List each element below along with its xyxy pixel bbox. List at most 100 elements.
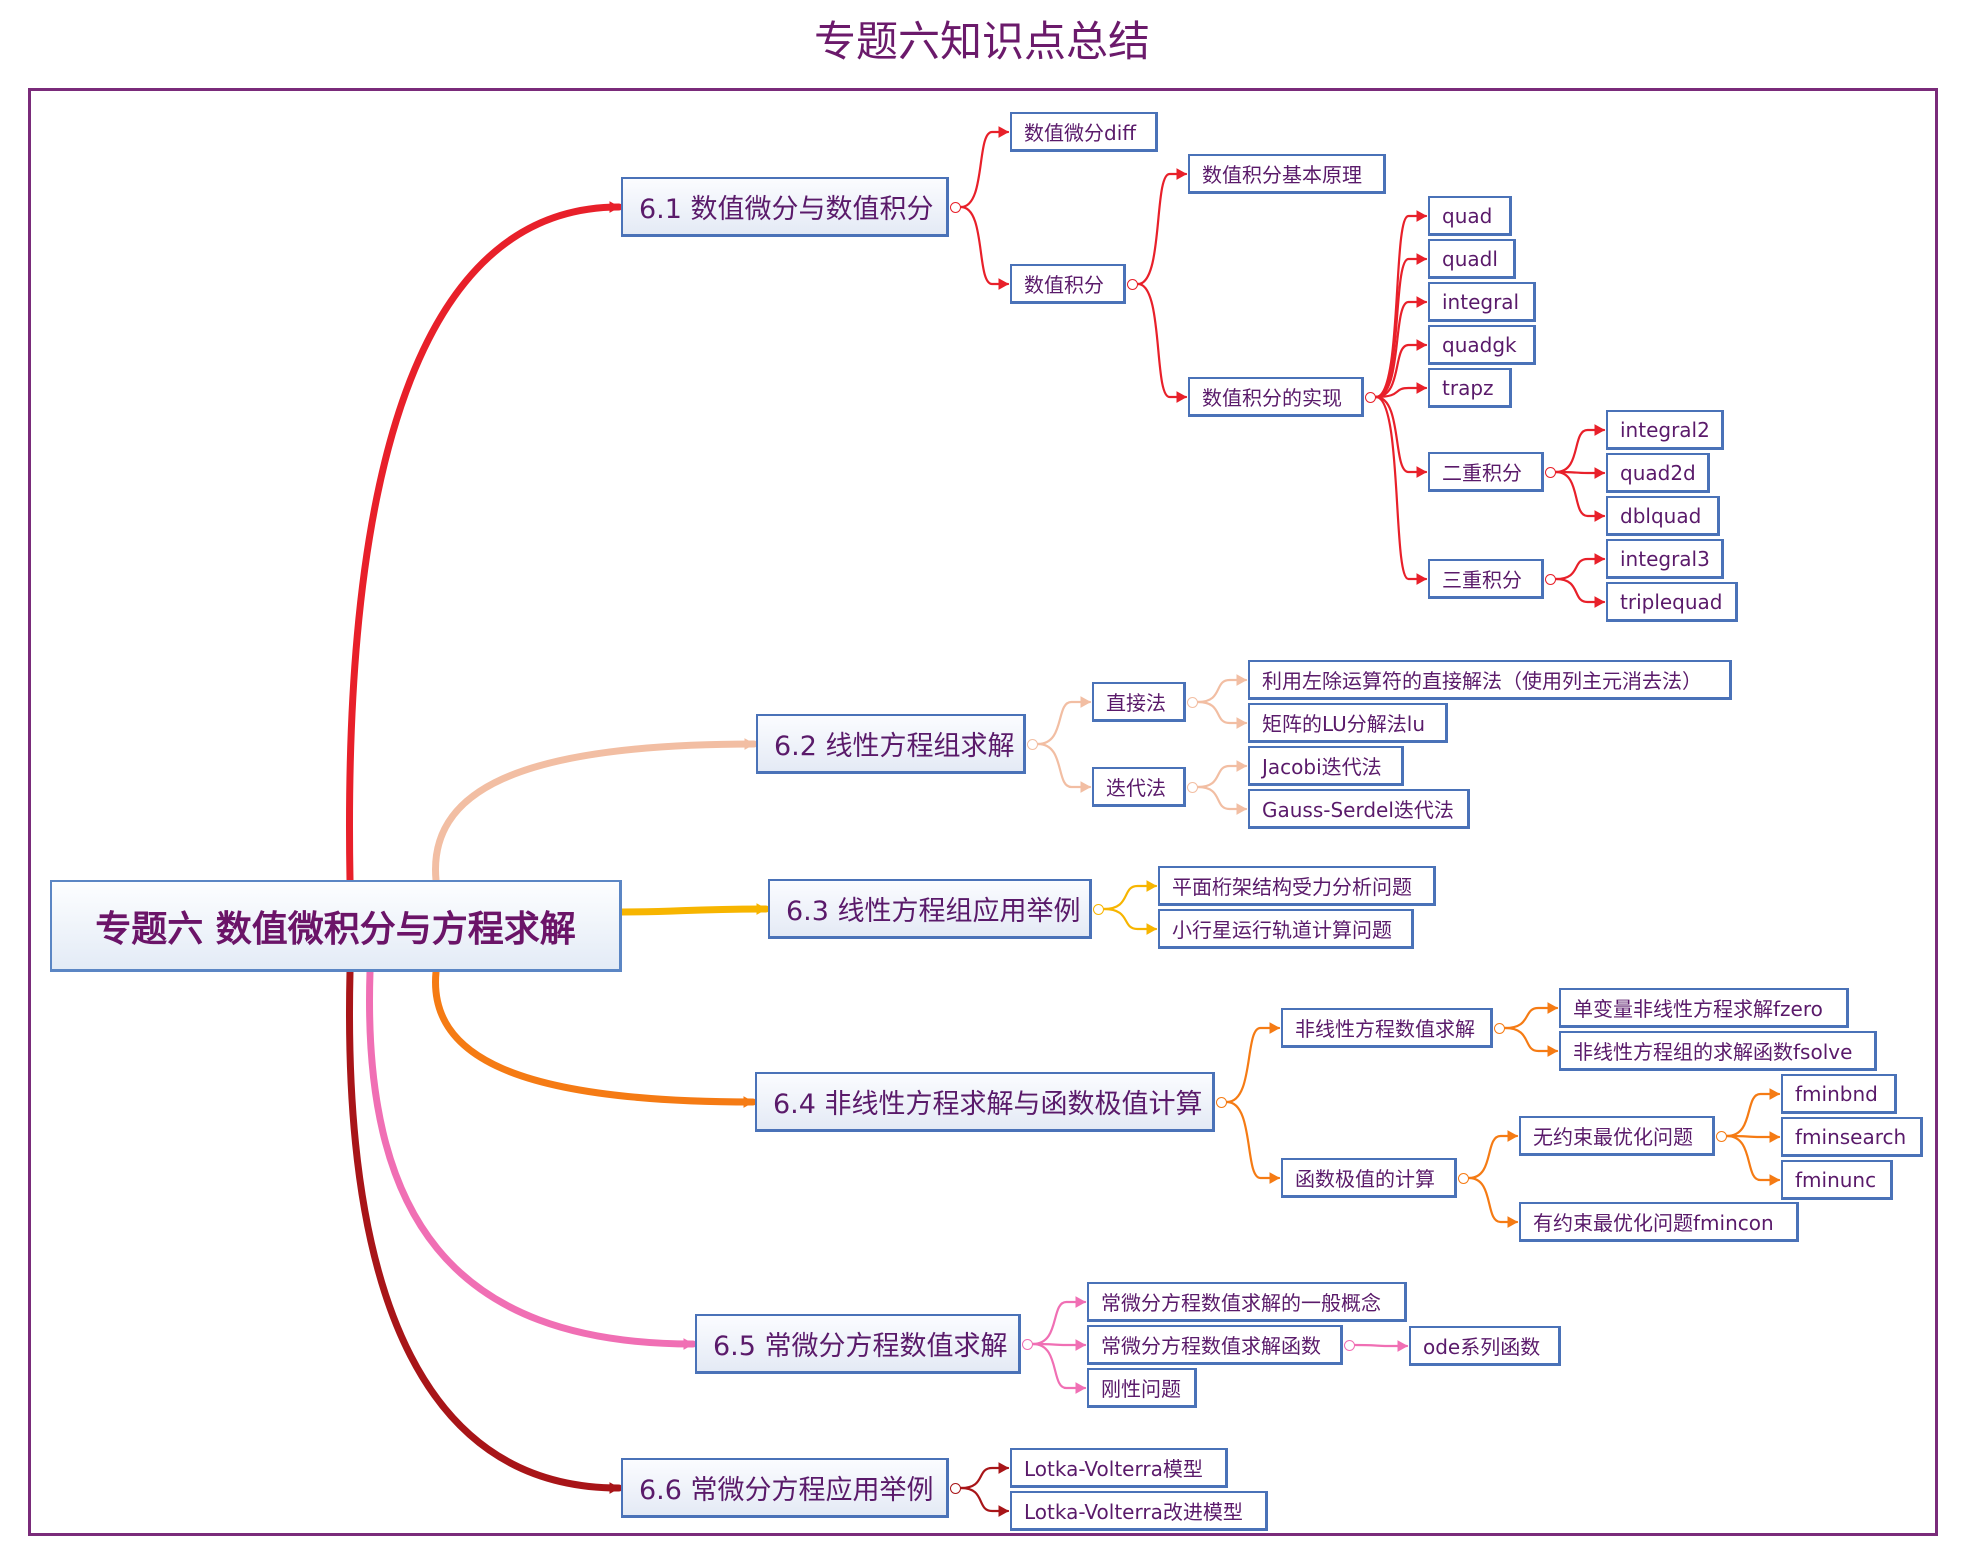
- connector-topic-numerical-integration-to-topic-integration-principle-arrowhead: [1176, 168, 1188, 180]
- leaf-dblquad[interactable]: dblquad: [1606, 496, 1720, 536]
- connector-topic-integration-impl-to-topic-double-integral-arrowhead: [1416, 466, 1428, 478]
- topic-ode-functions[interactable]: 常微分方程数值求解函数: [1087, 1325, 1343, 1365]
- topic-6-3[interactable]: 6.3 线性方程组应用举例: [768, 879, 1092, 939]
- topic-6-6[interactable]: 6.6 常微分方程应用举例: [621, 1458, 949, 1518]
- leaf-fsolve[interactable]: 非线性方程组的求解函数fsolve: [1559, 1031, 1877, 1071]
- connector-topic-6-5-to-leaf-stiff-problem: [1031, 1342, 1087, 1390]
- connector-topic-integration-impl-to-topic-double-integral: [1374, 395, 1428, 474]
- connector-topic-6-6-to-leaf-lotka-volterra-improved-arrowhead: [998, 1505, 1010, 1517]
- topic-6-1[interactable]: 6.1 数值微分与数值积分: [621, 177, 949, 237]
- topic-double-integral-collapse-toggle[interactable]: [1545, 467, 1556, 478]
- topic-unconstrained[interactable]: 无约束最优化问题: [1519, 1116, 1715, 1156]
- connector-topic-integration-impl-to-topic-triple-integral-arrowhead: [1416, 573, 1428, 585]
- leaf-lotka-volterra[interactable]: Lotka-Volterra模型: [1010, 1448, 1228, 1488]
- topic-extremum[interactable]: 函数极值的计算: [1281, 1158, 1457, 1198]
- connector-topic-iterative-method-to-leaf-gauss-serdel: [1196, 785, 1248, 811]
- connector-topic-6-5-to-leaf-stiff-problem-arrowhead: [1075, 1382, 1087, 1394]
- leaf-asteroid-orbit[interactable]: 小行星运行轨道计算问题: [1158, 909, 1414, 949]
- leaf-integral2[interactable]: integral2: [1606, 410, 1724, 450]
- topic-6-4-collapse-toggle[interactable]: [1216, 1097, 1227, 1108]
- topic-6-1-collapse-toggle[interactable]: [950, 202, 961, 213]
- topic-triple-integral-collapse-toggle[interactable]: [1545, 574, 1556, 585]
- connector-topic-6-4-to-topic-nonlinear-solve-arrowhead: [1269, 1022, 1281, 1034]
- leaf-fminunc[interactable]: fminunc: [1781, 1160, 1893, 1200]
- connector-topic-double-integral-to-leaf-dblquad-arrowhead: [1594, 510, 1606, 522]
- connector-topic-6-2-to-topic-direct-method-arrowhead: [1080, 696, 1092, 708]
- connector-topic-triple-integral-to-leaf-triplequad: [1554, 577, 1606, 604]
- connector-topic-6-3-to-leaf-truss-analysis-arrowhead: [1146, 880, 1158, 892]
- leaf-jacobi[interactable]: Jacobi迭代法: [1248, 746, 1404, 786]
- topic-numerical-diff[interactable]: 数值微分diff: [1010, 112, 1158, 152]
- connector-topic-unconstrained-to-leaf-fminunc: [1725, 1134, 1781, 1182]
- connector-topic-iterative-method-to-leaf-jacobi: [1196, 764, 1248, 789]
- connector-topic-integration-impl-to-leaf-integral-arrowhead: [1416, 296, 1428, 308]
- connector-topic-nonlinear-solve-to-leaf-fzero: [1503, 1006, 1559, 1030]
- connector-topic-direct-method-to-leaf-left-division-arrowhead: [1236, 674, 1248, 686]
- leaf-left-division[interactable]: 利用左除运算符的直接解法（使用列主元消去法）: [1248, 660, 1732, 700]
- topic-iterative-method-collapse-toggle[interactable]: [1187, 782, 1198, 793]
- connector-topic-extremum-to-leaf-fmincon: [1467, 1176, 1519, 1224]
- topic-double-integral[interactable]: 二重积分: [1428, 452, 1544, 492]
- leaf-integral3[interactable]: integral3: [1606, 539, 1724, 579]
- leaf-ode-series[interactable]: ode系列函数: [1409, 1326, 1561, 1366]
- topic-unconstrained-collapse-toggle[interactable]: [1716, 1131, 1727, 1142]
- leaf-truss-analysis[interactable]: 平面桁架结构受力分析问题: [1158, 866, 1436, 906]
- leaf-fmincon[interactable]: 有约束最优化问题fmincon: [1519, 1202, 1799, 1242]
- leaf-quad[interactable]: quad: [1428, 196, 1512, 236]
- leaf-quadl[interactable]: quadl: [1428, 239, 1516, 279]
- topic-integration-principle[interactable]: 数值积分基本原理: [1188, 154, 1386, 194]
- branch-topic-6-1-arrowhead: [609, 201, 621, 213]
- connector-topic-integration-impl-to-leaf-trapz-arrowhead: [1416, 382, 1428, 394]
- leaf-quadgk[interactable]: quadgk: [1428, 325, 1536, 365]
- connector-topic-direct-method-to-leaf-lu-decomposition: [1196, 700, 1248, 725]
- leaf-gauss-serdel[interactable]: Gauss-Serdel迭代法: [1248, 789, 1470, 829]
- leaf-trapz[interactable]: trapz: [1428, 368, 1512, 408]
- topic-numerical-integration-collapse-toggle[interactable]: [1127, 279, 1138, 290]
- leaf-fminsearch[interactable]: fminsearch: [1781, 1117, 1923, 1157]
- connector-topic-unconstrained-to-leaf-fminunc-arrowhead: [1769, 1174, 1781, 1186]
- connector-topic-6-6-to-leaf-lotka-volterra-improved: [959, 1486, 1010, 1513]
- leaf-lu-decomposition[interactable]: 矩阵的LU分解法lu: [1248, 703, 1448, 743]
- branch-topic-6-1-base: [346, 203, 623, 884]
- leaf-ode-concept[interactable]: 常微分方程数值求解的一般概念: [1087, 1282, 1407, 1322]
- branch-topic-6-6-base: [346, 968, 623, 1492]
- topic-integration-impl-collapse-toggle[interactable]: [1365, 392, 1376, 403]
- connector-topic-6-5-to-topic-ode-functions-arrowhead: [1075, 1339, 1087, 1351]
- topic-6-2[interactable]: 6.2 线性方程组求解: [756, 714, 1026, 774]
- topic-numerical-integration[interactable]: 数值积分: [1010, 264, 1126, 304]
- topic-iterative-method[interactable]: 迭代法: [1092, 767, 1186, 807]
- topic-direct-method-collapse-toggle[interactable]: [1187, 697, 1198, 708]
- leaf-integral[interactable]: integral: [1428, 282, 1536, 322]
- diagram-frame: [28, 88, 1938, 1536]
- connector-topic-6-1-to-topic-numerical-integration: [959, 205, 1010, 286]
- topic-6-3-collapse-toggle[interactable]: [1093, 904, 1104, 915]
- branch-topic-6-5-base: [366, 968, 697, 1348]
- connector-topic-direct-method-to-leaf-lu-decomposition-arrowhead: [1236, 717, 1248, 729]
- topic-extremum-collapse-toggle[interactable]: [1458, 1173, 1469, 1184]
- topic-integration-impl[interactable]: 数值积分的实现: [1188, 377, 1364, 417]
- leaf-lotka-volterra-improved[interactable]: Lotka-Volterra改进模型: [1010, 1491, 1268, 1531]
- topic-direct-method[interactable]: 直接法: [1092, 682, 1186, 722]
- central-topic[interactable]: 专题六 数值微积分与方程求解: [50, 880, 622, 972]
- leaf-fminbnd[interactable]: fminbnd: [1781, 1074, 1897, 1114]
- topic-nonlinear-solve-collapse-toggle[interactable]: [1494, 1023, 1505, 1034]
- leaf-quad2d[interactable]: quad2d: [1606, 453, 1710, 493]
- topic-6-5-collapse-toggle[interactable]: [1022, 1339, 1033, 1350]
- connector-topic-extremum-to-leaf-fmincon-arrowhead: [1507, 1216, 1519, 1228]
- connector-topic-unconstrained-to-leaf-fminbnd: [1725, 1092, 1781, 1138]
- branch-topic-6-5-arrowhead: [683, 1338, 695, 1350]
- connector-topic-6-3-to-leaf-asteroid-orbit-arrowhead: [1146, 923, 1158, 935]
- leaf-stiff-problem[interactable]: 刚性问题: [1087, 1368, 1197, 1408]
- topic-6-4[interactable]: 6.4 非线性方程求解与函数极值计算: [755, 1072, 1215, 1132]
- leaf-fzero[interactable]: 单变量非线性方程求解fzero: [1559, 988, 1849, 1028]
- topic-triple-integral[interactable]: 三重积分: [1428, 559, 1544, 599]
- topic-6-5[interactable]: 6.5 常微分方程数值求解: [695, 1314, 1021, 1374]
- topic-nonlinear-solve[interactable]: 非线性方程数值求解: [1281, 1008, 1493, 1048]
- branch-topic-6-2-arrowhead: [744, 738, 756, 750]
- topic-6-2-collapse-toggle[interactable]: [1027, 739, 1038, 750]
- topic-ode-functions-collapse-toggle[interactable]: [1344, 1340, 1355, 1351]
- connector-topic-integration-impl-to-leaf-quadl-arrowhead: [1416, 253, 1428, 265]
- leaf-triplequad[interactable]: triplequad: [1606, 582, 1738, 622]
- topic-6-6-collapse-toggle[interactable]: [950, 1483, 961, 1494]
